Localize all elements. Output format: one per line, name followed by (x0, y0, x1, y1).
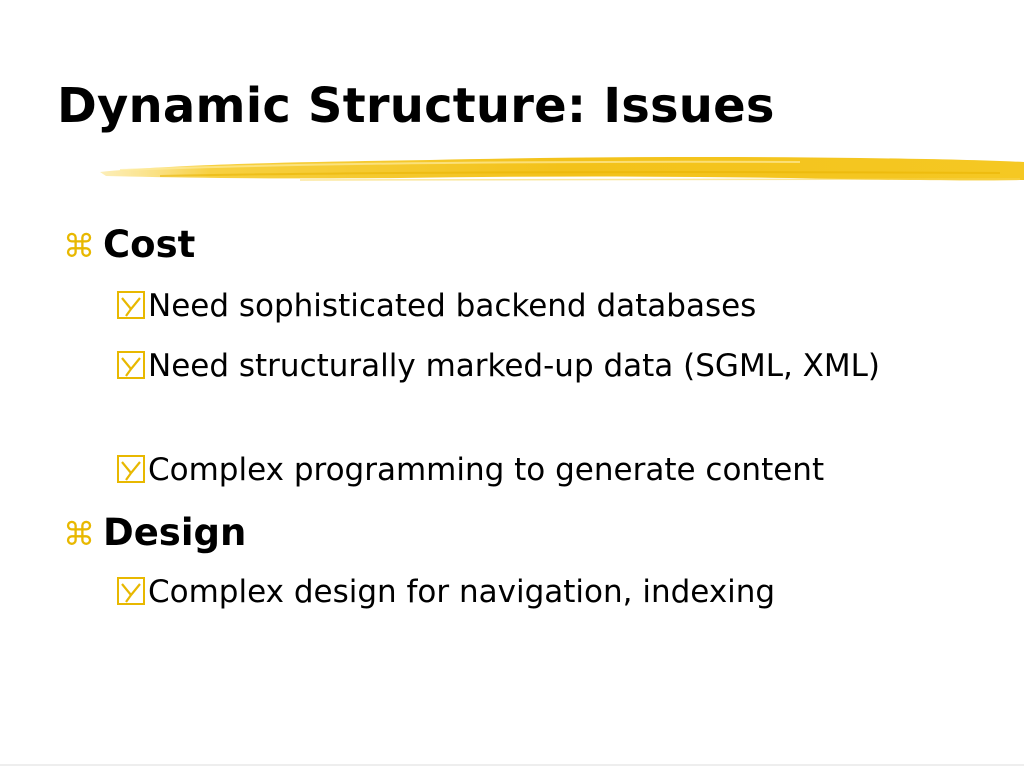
bullet-level1-design: ⌘ Design (63, 514, 246, 551)
command-key-icon: ⌘ (63, 227, 95, 265)
checkbox-y-icon (117, 291, 145, 319)
bullet-label: Design (103, 511, 247, 554)
slide-title: Dynamic Structure: Issues (57, 78, 775, 134)
bottom-divider (0, 764, 1024, 766)
bullet-level1-cost: ⌘ Cost (63, 226, 195, 263)
command-key-icon: ⌘ (63, 515, 95, 553)
bullet-level2-item: Need sophisticated backend databases (117, 282, 917, 330)
bullet-label: Cost (103, 223, 196, 266)
bullet-text: Need sophisticated backend databases (148, 288, 757, 324)
checkbox-y-icon (117, 351, 145, 379)
bullet-text: Need structurally marked-up data (SGML, … (148, 348, 881, 384)
bullet-level2-item: Complex programming to generate content (117, 446, 917, 494)
checkbox-y-icon (117, 577, 145, 605)
checkbox-y-icon (117, 455, 145, 483)
bullet-level2-item: Complex design for navigation, indexing (117, 568, 917, 616)
title-underline-brushstroke (100, 156, 1024, 181)
bullet-text: Complex programming to generate content (148, 452, 825, 488)
bullet-level2-item: Need structurally marked-up data (SGML, … (117, 342, 917, 390)
bullet-text: Complex design for navigation, indexing (148, 574, 776, 610)
